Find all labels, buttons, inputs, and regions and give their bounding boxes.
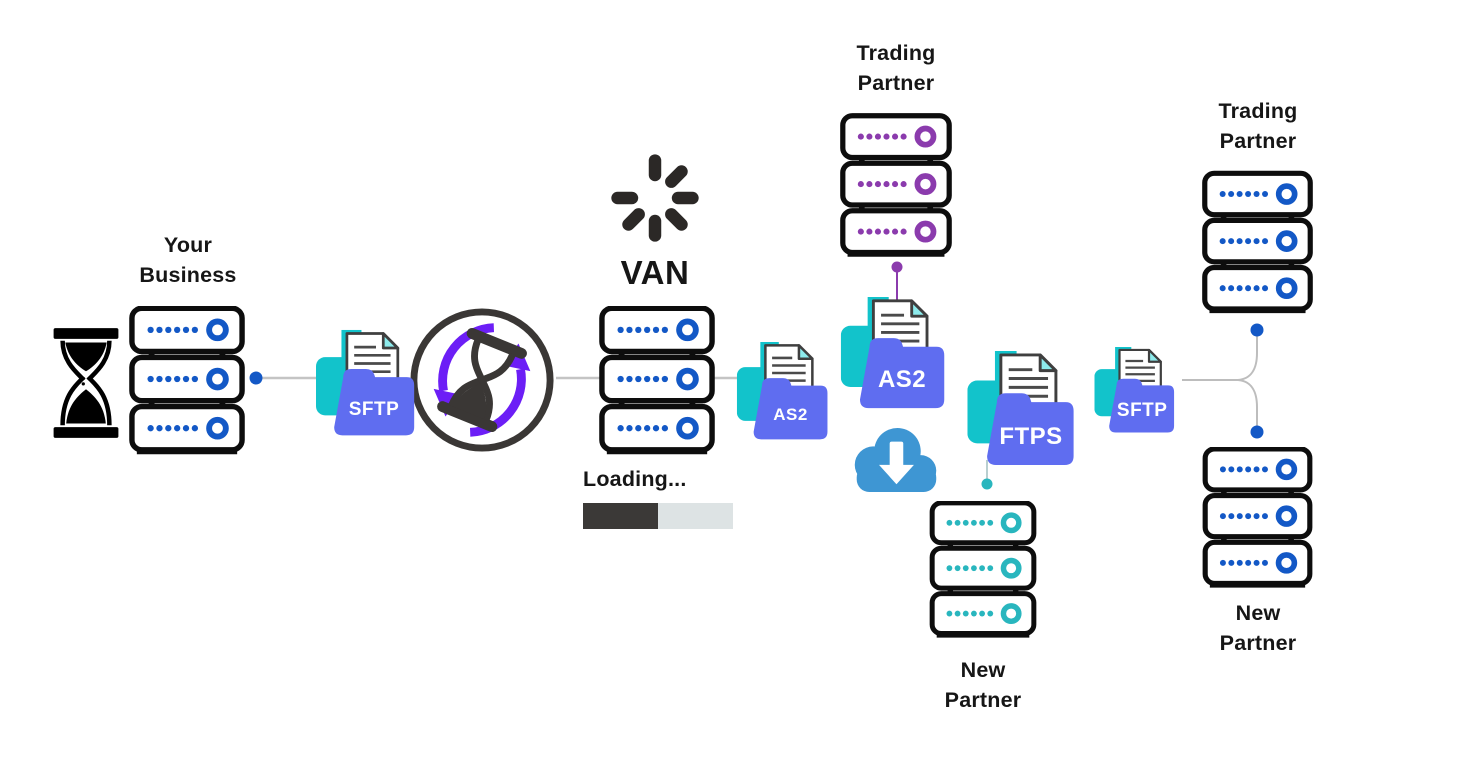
sftp-right-badge-label: SFTP: [1116, 400, 1168, 422]
trading-partner-top-server-stack-icon: [839, 112, 953, 260]
new-partner-right-label: New Partner: [1219, 601, 1297, 656]
van-label: VAN: [620, 254, 690, 291]
connector-dot-newpartner: [981, 478, 993, 490]
sftp-left-badge: SFTP: [316, 328, 416, 439]
loading-spinner-icon: [607, 150, 703, 246]
as2-small-badge-label: AS2: [773, 405, 808, 425]
trading-partner-right-label: Trading Partner: [1218, 99, 1298, 154]
connector-dot-tradingpartner: [891, 261, 903, 273]
cloud-download-icon: [847, 420, 944, 500]
ftps-badge-label: FTPS: [999, 422, 1063, 450]
your-business-label: Your Business: [139, 233, 237, 288]
loading-progress-bar: [583, 503, 733, 529]
sftp-left-badge-label: SFTP: [348, 398, 400, 420]
hourglass-icon: [50, 320, 122, 446]
new-partner-middle-label: New Partner: [944, 658, 1022, 713]
trading-partner-right-server-stack-icon: [1201, 168, 1314, 318]
as2-large-badge-label: AS2: [877, 366, 927, 394]
fork-branch-up: [1237, 336, 1258, 381]
van-server-stack-icon: [598, 306, 716, 456]
loading-progress-fill: [583, 503, 658, 529]
fork-branch-down: [1237, 379, 1258, 426]
trading-partner-top-label: Trading Partner: [856, 41, 936, 96]
sync-arrows-hourglass-icon: [408, 306, 556, 454]
ftps-badge: FTPS: [962, 351, 1081, 467]
as2-small-badge: AS2: [736, 342, 830, 441]
sftp-right-badge: SFTP: [1090, 347, 1180, 434]
connector-dot-business: [249, 371, 263, 385]
new-partner-right-server-stack-icon: [1201, 447, 1314, 589]
connector-dot-fork-top: [1250, 323, 1264, 337]
as2-large-badge: AS2: [840, 297, 947, 410]
your-business-server-stack-icon: [128, 306, 246, 456]
loading-label: Loading...: [583, 467, 687, 491]
new-partner-middle-server-stack-icon: [925, 501, 1041, 639]
connector-dot-fork-bottom: [1250, 425, 1264, 439]
